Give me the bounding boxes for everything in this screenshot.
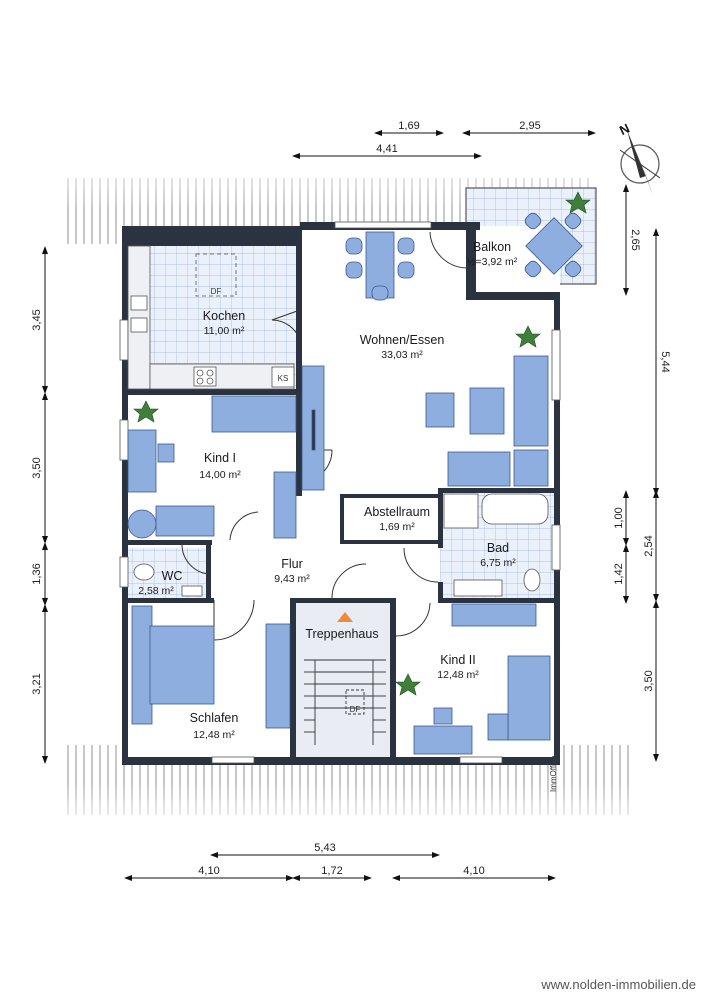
- stairs-up-arrow-icon: [337, 612, 353, 622]
- dim-top-2: 2,95: [519, 120, 540, 132]
- dim-right-5: 1,42: [613, 563, 625, 584]
- dimension-lines: [42, 130, 659, 881]
- dim-right-1: 2,65: [629, 229, 641, 250]
- balcony-furniture: [524, 212, 583, 278]
- room-name-bad: Bad: [487, 541, 509, 555]
- schlafen-furniture: [131, 605, 291, 729]
- windows: [119, 221, 561, 764]
- kitchen-furniture: [127, 245, 295, 390]
- room-area-flur: 9,43 m²: [274, 573, 310, 585]
- room-area-abstell: 1,69 m²: [379, 521, 415, 533]
- dim-left-3: 1,36: [31, 563, 43, 584]
- dim-bottom-2: 4,10: [198, 865, 219, 877]
- room-area-kind1: 14,00 m²: [199, 469, 241, 481]
- plant-icons: [133, 191, 591, 696]
- compass-icon: N: [617, 120, 661, 195]
- room-name-treppe: Treppenhaus: [305, 627, 378, 641]
- room-area-bad: 6,75 m²: [480, 557, 516, 569]
- plant-icon: [133, 400, 159, 423]
- compass-label: N: [617, 120, 632, 138]
- room-name-wc: WC: [162, 569, 183, 583]
- room-area-kochen: 11,00 m²: [204, 325, 245, 337]
- room-name-abstell: Abstellraum: [364, 505, 430, 519]
- df-kitchen-label: DF: [211, 287, 222, 296]
- dim-right-2: 5,44: [659, 351, 671, 372]
- room-area-wc: 2,58 m²: [138, 585, 174, 597]
- room-name-balkon: Balkon: [473, 240, 511, 254]
- kind2-furniture: [413, 603, 551, 755]
- room-area-balkon: ½=3,92 m²: [467, 256, 518, 268]
- ks-label: KS: [278, 374, 289, 383]
- room-area-kind2: 12,48 m²: [437, 669, 479, 681]
- website-url: www.nolden-immobilien.de: [541, 977, 696, 992]
- dim-top-3: 4,41: [376, 143, 397, 155]
- plant-icon: [395, 673, 421, 696]
- dining-set: [345, 231, 415, 301]
- staircase: [304, 659, 386, 745]
- dim-left-1: 3,45: [31, 309, 43, 330]
- dim-right-4: 2,54: [643, 535, 655, 556]
- dim-bottom-3: 1,72: [321, 865, 342, 877]
- dim-left-2: 3,50: [31, 457, 43, 478]
- dim-bottom-1: 5,43: [314, 842, 335, 854]
- doors: [181, 231, 467, 641]
- living-furniture: [301, 355, 549, 491]
- dim-right-3: 1,00: [613, 507, 625, 528]
- wc-fixtures: [133, 563, 203, 597]
- dim-left-4: 3,21: [31, 673, 43, 694]
- dim-bottom-4: 4,10: [463, 865, 484, 877]
- room-name-flur: Flur: [281, 557, 303, 571]
- watermark-label: ImmOffice: [549, 755, 558, 792]
- room-name-kind1: Kind I: [204, 451, 236, 465]
- dim-top-1: 1,69: [398, 120, 419, 132]
- room-name-kochen: Kochen: [203, 309, 245, 323]
- room-name-schlafen: Schlafen: [190, 711, 239, 725]
- kind1-furniture: [127, 395, 297, 539]
- dim-right-6: 3,50: [643, 670, 655, 691]
- plant-icon: [515, 325, 541, 348]
- bath-fixtures: [443, 493, 549, 597]
- room-area-wohnen: 33,03 m²: [381, 349, 423, 361]
- room-name-kind2: Kind II: [440, 653, 475, 667]
- df-stairs-label: DF: [350, 705, 361, 714]
- room-name-wohnen: Wohnen/Essen: [360, 333, 445, 347]
- plant-icon: [565, 191, 591, 214]
- room-area-schlafen: 12,48 m²: [193, 729, 235, 741]
